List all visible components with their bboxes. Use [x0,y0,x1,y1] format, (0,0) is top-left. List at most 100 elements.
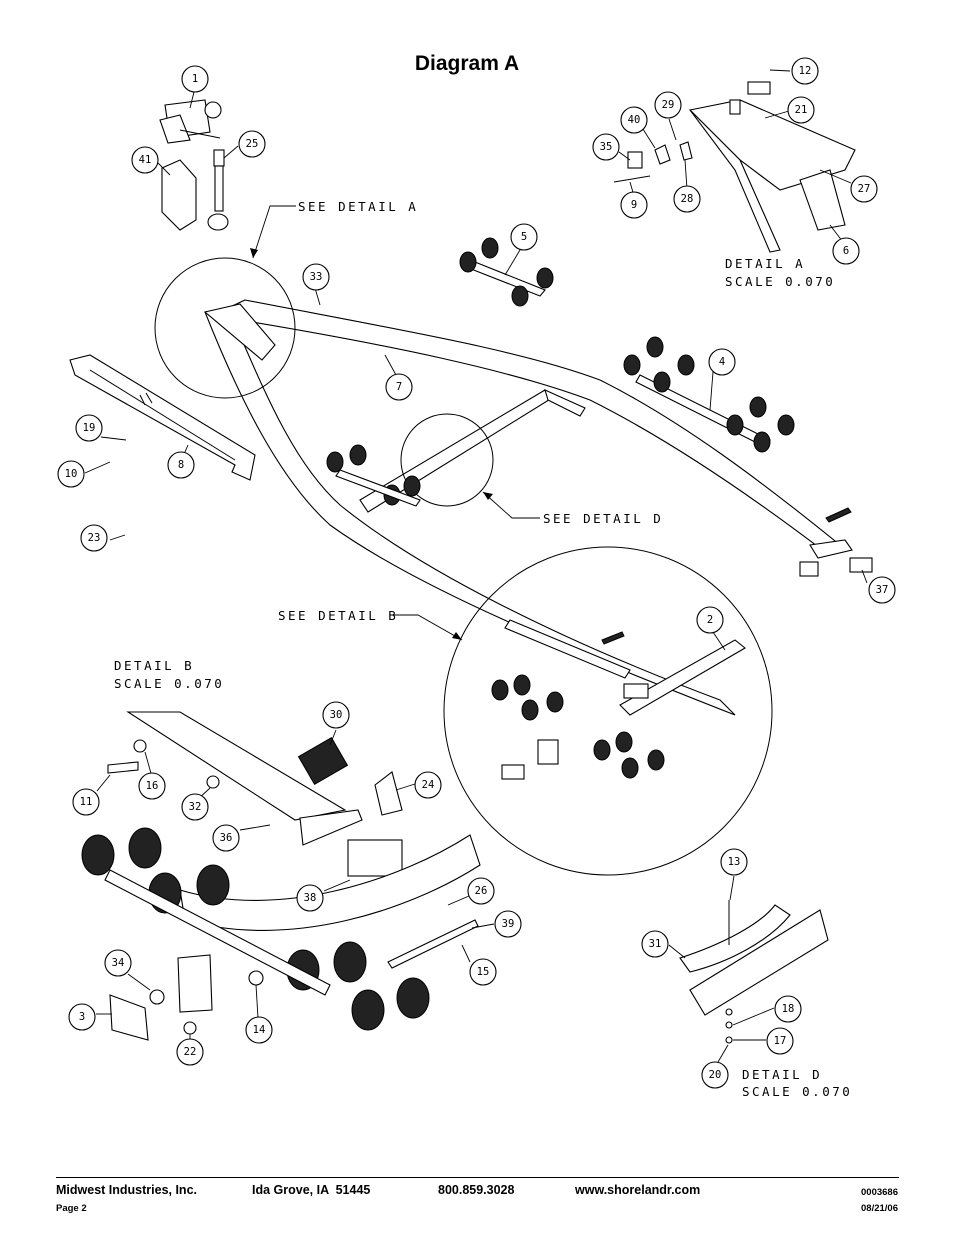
svg-text:23: 23 [88,532,101,544]
winch-plate [161,159,197,231]
callout-32: 32 [181,793,209,821]
footer-city: Ida Grove, IA 51445 [252,1183,371,1197]
callout-33: 33 [302,263,330,291]
svg-text:35: 35 [600,141,613,153]
detail-d-circle [400,413,494,507]
detail-a-view [613,81,856,253]
detail-d-scale: SCALE 0.070 [742,1084,852,1099]
jack [207,149,229,231]
svg-text:2: 2 [707,614,713,626]
svg-text:8: 8 [178,459,184,471]
svg-text:5: 5 [521,231,527,243]
detail-b-scale: SCALE 0.070 [114,676,224,691]
callout-17: 17 [766,1027,794,1055]
callout-34: 34 [104,949,132,977]
callout-30: 30 [322,701,350,729]
svg-text:7: 7 [396,381,402,393]
svg-text:36: 36 [220,832,233,844]
callout-40: 40 [620,106,648,134]
svg-text:13: 13 [728,856,741,868]
callout-3: 3 [68,1003,96,1031]
svg-text:6: 6 [843,245,849,257]
callout-2: 2 [696,606,724,634]
roller-assembly-5 [459,237,554,307]
svg-text:32: 32 [189,801,202,813]
detail-a-scale: SCALE 0.070 [725,274,835,289]
callout-31: 31 [641,930,669,958]
svg-text:26: 26 [475,885,488,897]
footer-rule [56,1177,899,1178]
callout-4: 4 [708,348,736,376]
footer-website: www.shorelandr.com [575,1183,701,1197]
detail-a-label: DETAIL A [725,256,805,271]
detail-b-circle [443,546,773,876]
footer-doc-number: 0003686 [861,1187,898,1198]
callout-35: 35 [592,133,620,161]
svg-text:31: 31 [649,938,662,950]
footer-company: Midwest Industries, Inc. [56,1183,197,1197]
callout-6: 6 [832,237,860,265]
detail-d-view [679,900,829,1044]
callout-19: 19 [75,414,103,442]
callout-26: 26 [467,877,495,905]
callout-22: 22 [176,1038,204,1066]
svg-text:39: 39 [502,918,515,930]
callout-37: 37 [868,576,896,604]
winch [159,99,222,144]
svg-text:9: 9 [631,199,637,211]
callout-18: 18 [774,995,802,1023]
svg-text:20: 20 [709,1069,722,1081]
roller-assembly-main [326,444,421,507]
svg-text:34: 34 [112,957,125,969]
leader-lines [84,69,868,1063]
callout-28: 28 [673,185,701,213]
callout-27: 27 [850,175,878,203]
svg-text:11: 11 [80,796,93,808]
svg-text:22: 22 [184,1046,197,1058]
callout-9: 9 [620,191,648,219]
callout-20: 20 [701,1061,729,1089]
callout-16: 16 [138,772,166,800]
callout-38: 38 [296,884,324,912]
see-detail-a-note: SEE DETAIL A [298,199,418,214]
callout-10: 10 [57,460,85,488]
callout-5: 5 [510,223,538,251]
detail-d-label: DETAIL D [742,1067,822,1082]
svg-text:3: 3 [79,1011,85,1023]
svg-text:33: 33 [310,271,323,283]
callout-1: 1 [181,65,209,93]
detail-b-inset [491,619,746,780]
svg-text:1: 1 [192,73,198,85]
svg-text:27: 27 [858,183,871,195]
see-detail-d-note: SEE DETAIL D [543,511,663,526]
trailer-frame [69,299,873,716]
svg-text:17: 17 [774,1035,787,1047]
detail-a-circle [154,257,296,399]
parts-diagram: SEE DETAIL A SEE DETAIL D SEE DETAIL B D… [57,57,896,1099]
footer-page: Page 2 [56,1203,87,1214]
callout-7: 7 [385,373,413,401]
svg-text:19: 19 [83,422,96,434]
callout-15: 15 [469,958,497,986]
svg-text:37: 37 [876,584,889,596]
callout-23: 23 [80,524,108,552]
svg-text:24: 24 [422,779,435,791]
svg-text:4: 4 [719,356,725,368]
callout-41: 41 [131,146,159,174]
callout-24: 24 [414,771,442,799]
callout-14: 14 [245,1016,273,1044]
svg-text:28: 28 [681,193,694,205]
callout-11: 11 [72,788,100,816]
svg-text:40: 40 [628,114,641,126]
callout-39: 39 [494,910,522,938]
callout-36: 36 [212,824,240,852]
svg-text:18: 18 [782,1003,795,1015]
svg-text:10: 10 [65,468,78,480]
detail-b-view [81,711,481,1041]
callout-29: 29 [654,91,682,119]
svg-text:25: 25 [246,138,259,150]
svg-text:12: 12 [799,65,812,77]
svg-text:21: 21 [795,104,808,116]
callout-13: 13 [720,848,748,876]
detail-b-label: DETAIL B [114,658,194,673]
